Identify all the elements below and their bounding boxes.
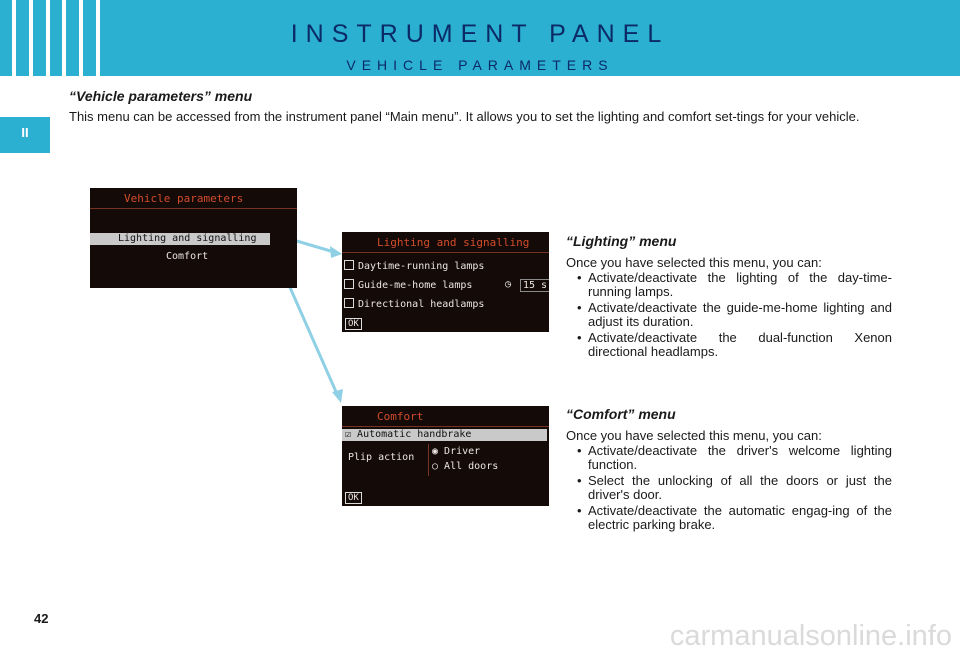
plip-action-label: Plip action [348,452,415,463]
lighting-lead: Once you have selected this menu, you ca… [566,255,822,270]
list-item: Select the unlocking of all the doors or… [566,474,892,502]
header-banner: INSTRUMENT PANEL VEHICLE PARAMETERS [0,0,960,76]
list-item: Activate/deactivate the driver's welcome… [566,444,892,472]
header-stripe [46,0,50,76]
option-label: Daytime-running lamps [358,261,485,272]
clock-icon: ◷ [505,279,512,290]
option-label: Automatic handbrake [357,429,472,440]
option-guide-me-home-lamps[interactable]: Guide-me-home lamps [344,279,472,291]
header-stripe [29,0,33,76]
check-icon: ☑ [345,429,358,440]
option-directional-headlamps[interactable]: Directional headlamps [344,298,484,310]
ok-button[interactable]: OK [345,492,362,504]
screen-comfort: Comfort ☑ Automatic handbrake Plip actio… [342,406,549,506]
lighting-bullets: Activate/deactivate the lighting of the … [566,271,892,359]
radio-icon: ○ [432,461,445,472]
screen-title: Vehicle parameters [124,192,244,205]
radio-all-doors[interactable]: ○ All doors [432,461,498,472]
screen-divider [90,208,297,209]
checkbox-icon[interactable] [344,279,354,289]
radio-label: All doors [444,461,499,472]
arrow-head-lighting [330,246,342,258]
option-daytime-running-lamps[interactable]: Daytime-running lamps [344,260,484,272]
intro-heading: “Vehicle parameters” menu [69,88,253,104]
radio-label: Driver [444,446,481,457]
header-stripe [62,0,66,76]
header-stripe [79,0,83,76]
option-label: Directional headlamps [358,299,485,310]
radio-selected-icon: ◉ [432,446,445,457]
checkbox-icon[interactable] [344,298,354,308]
header-stripe [96,0,100,76]
comfort-heading: “Comfort” menu [566,406,676,422]
list-item: Activate/deactivate the lighting of the … [566,271,892,299]
header-stripe [12,0,16,76]
comfort-lead: Once you have selected this menu, you ca… [566,428,822,443]
option-automatic-handbrake[interactable]: ☑ Automatic handbrake [342,429,547,441]
screen-divider [342,252,549,253]
chapter-tab: II [0,117,50,153]
lighting-menu-section: “Lighting” menu Once you have selected t… [566,234,892,361]
list-item: Activate/deactivate the automatic engag-… [566,504,892,532]
option-label: Guide-me-home lamps [358,280,473,291]
comfort-menu-section: “Comfort” menu Once you have selected th… [566,407,892,534]
page-subtitle: VEHICLE PARAMETERS [346,57,614,73]
screen-title: Comfort [377,410,424,423]
lighting-heading: “Lighting” menu [566,233,677,249]
list-item: Activate/deactivate the guide-me-home li… [566,301,892,329]
menu-item-lighting-and-signalling[interactable]: Lighting and signalling [90,233,270,245]
menu-item-comfort[interactable]: Comfort [166,251,209,262]
ok-button[interactable]: OK [345,318,362,330]
page-title: INSTRUMENT PANEL [290,20,670,48]
list-item: Activate/deactivate the dual-function Xe… [566,331,892,359]
page-number: 42 [34,611,49,626]
screen-divider [428,444,429,476]
radio-driver[interactable]: ◉ Driver [432,446,480,457]
screen-title: Lighting and signalling [377,236,530,249]
screen-lighting-and-signalling: Lighting and signalling Daytime-running … [342,232,549,332]
arrow-head-comfort [332,389,343,403]
comfort-bullets: Activate/deactivate the driver's welcome… [566,444,892,532]
screen-divider [342,426,549,427]
watermark: carmanualsonline.info [669,620,952,652]
checkbox-icon[interactable] [344,260,354,270]
intro-body: This menu can be accessed from the instr… [69,109,860,124]
screen-vehicle-parameters: Vehicle parameters Lighting and signalli… [90,188,297,288]
duration-value[interactable]: 15 s [520,279,549,292]
intro-section: “Vehicle parameters” menu This menu can … [69,88,897,125]
